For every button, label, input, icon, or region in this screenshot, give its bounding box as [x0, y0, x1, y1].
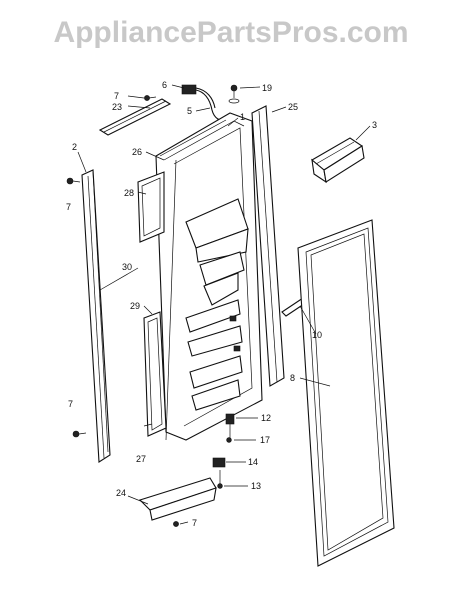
screw-19	[228, 84, 240, 104]
callout-12: 12	[261, 413, 271, 423]
callout-8: 8	[290, 373, 295, 383]
part-screw-13	[217, 470, 223, 489]
callout-7-bottom: 7	[192, 518, 197, 528]
part-hinge-bracket-12	[225, 413, 235, 440]
callout-19: 19	[262, 83, 272, 93]
part-lower-panel	[143, 311, 167, 437]
part-screw-17	[226, 437, 232, 443]
callout-24: 24	[116, 488, 126, 498]
callout-28: 28	[124, 188, 134, 198]
callout-13: 13	[251, 481, 261, 491]
callout-2: 2	[72, 142, 77, 152]
callout-1: 1	[240, 112, 245, 122]
part-bottom-cap	[138, 477, 217, 521]
callout-26: 26	[132, 147, 142, 157]
part-door-gasket	[297, 219, 395, 567]
callout-3: 3	[372, 120, 377, 130]
leader-lines	[77, 84, 371, 525]
callout-7-left-upper: 7	[66, 202, 71, 212]
callout-29: 29	[130, 301, 140, 311]
callout-10: 10	[312, 330, 322, 340]
part-door-panel	[155, 112, 263, 441]
part-hinge-pin-14	[212, 457, 226, 468]
callout-30: 30	[122, 262, 132, 272]
screw-7-upper	[66, 177, 81, 185]
part-door-bin	[311, 137, 365, 184]
part-door-liner-frame	[159, 119, 227, 441]
callout-23: 23	[112, 102, 122, 112]
callout-5: 5	[187, 106, 192, 116]
callout-27: 27	[136, 454, 146, 464]
part-right-trim-strip	[251, 105, 285, 387]
watermark-logo: AppliancePartsPros.com	[53, 16, 408, 49]
screw-7-lower	[72, 430, 87, 438]
part-upper-panel	[137, 171, 165, 243]
callout-labels: 6 7 19 23 5 1 25 3 2 26 28 7 30 29 10 8 …	[66, 80, 377, 528]
callout-17: 17	[260, 435, 270, 445]
callout-7-top: 7	[114, 91, 119, 101]
callout-6: 6	[162, 80, 167, 90]
callout-14: 14	[248, 457, 258, 467]
screw-7-top	[144, 95, 157, 101]
part-top-cap	[98, 98, 172, 136]
part-left-trim-strip	[81, 169, 111, 463]
callout-25: 25	[288, 102, 298, 112]
screw-7-bottom	[173, 521, 179, 527]
callout-7-left-lower: 7	[68, 399, 73, 409]
